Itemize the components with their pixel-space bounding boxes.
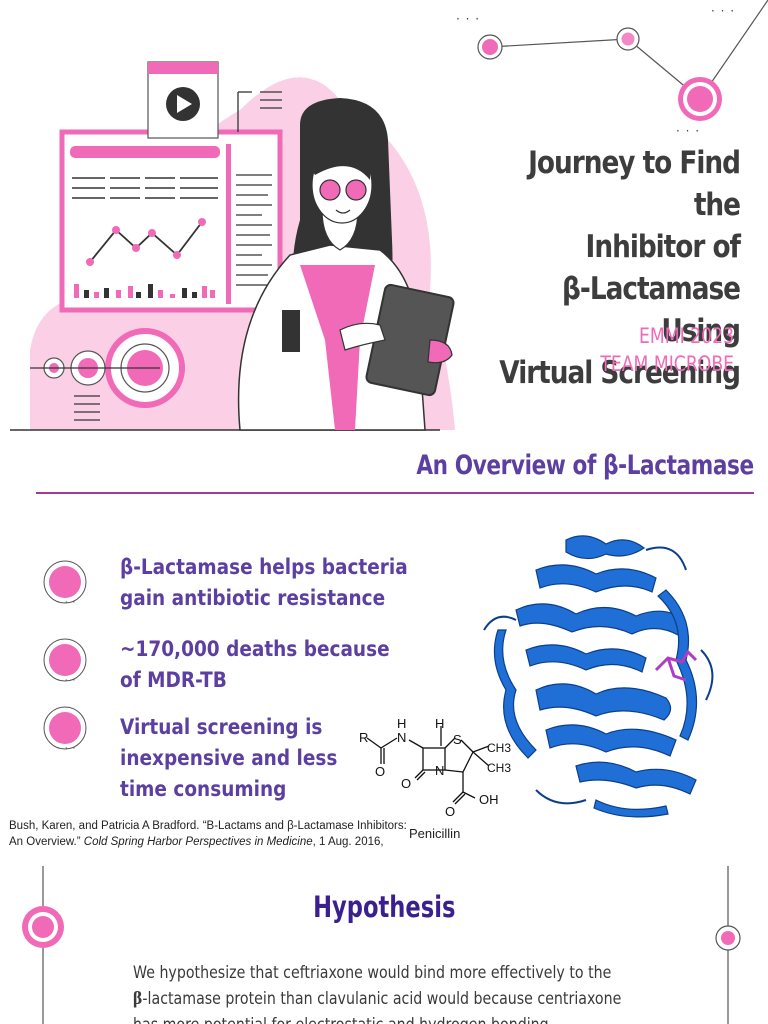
bullet-line: Virtual screening is — [120, 715, 323, 739]
network-decoration — [477, 0, 768, 121]
bullet-line: time consuming — [120, 777, 287, 801]
ellipsis-decoration: · · · — [57, 598, 77, 608]
atom-label: N — [435, 763, 444, 778]
title-line: Inhibitor of — [585, 229, 741, 265]
protein-structure-image — [483, 535, 714, 818]
bullet-line: β-Lactamase helps bacteria — [120, 555, 408, 579]
atom-label: O — [375, 764, 385, 779]
atom-label: O — [445, 804, 455, 819]
presentation-title: Journey to Find the Inhibitor of β-Lacta… — [485, 142, 741, 394]
ligand — [654, 649, 698, 682]
ellipsis-decoration: · · · — [456, 12, 481, 26]
bullet-icon — [43, 706, 87, 750]
overview-heading: An Overview of β-Lactamase — [416, 450, 755, 481]
atom-label: S — [453, 732, 462, 747]
citation-text: Bush, Karen, and Patricia A Bradford. “B… — [9, 818, 409, 850]
node-circle — [678, 77, 722, 121]
side-decoration-right — [715, 866, 741, 1024]
hypothesis-line: β-lactamase protein than clavulanic acid… — [133, 986, 683, 1012]
bullet-item: β-Lactamase helps bacteria gain antibiot… — [120, 552, 408, 614]
ellipsis-decoration: · · · — [676, 124, 701, 138]
bullet-item: Virtual screening is inexpensive and les… — [120, 712, 337, 805]
hypothesis-line: We hypothesize that ceftriaxone would bi… — [133, 963, 612, 982]
bullet-icon — [43, 638, 87, 682]
citation-authors: Bush, Karen, and Patricia A Bradford. “B… — [9, 820, 407, 848]
hypothesis-heading: Hypothesis — [0, 890, 768, 924]
node-circle — [616, 27, 640, 51]
atom-label: R — [359, 730, 368, 745]
atom-label: O — [401, 776, 411, 791]
atom-label: OH — [479, 792, 499, 807]
title-line: Journey to Find the — [528, 145, 741, 223]
molecule-caption: Penicillin — [409, 826, 461, 841]
side-decoration-left — [22, 866, 64, 1024]
scientist-illustration — [10, 61, 455, 431]
ellipsis-decoration: · · · — [57, 744, 77, 754]
ellipsis-decoration: · · · — [57, 676, 77, 686]
hypothesis-body: We hypothesize that ceftriaxone would bi… — [133, 960, 683, 1024]
bullet-line: of MDR-TB — [120, 668, 227, 692]
team-block: EMMI 2023 TEAM MICROBE — [600, 322, 734, 378]
team-name: TEAM MICROBE — [600, 352, 734, 376]
hypothesis-line-text: -lactamase protein than clavulanic acid … — [142, 989, 622, 1008]
atom-label: H — [397, 716, 406, 731]
bullet-line: gain antibiotic resistance — [120, 586, 386, 610]
title-line: β-Lactamase Using — [562, 271, 741, 349]
hypothesis-line: has more potential for electrostatic and… — [133, 1012, 683, 1024]
penicillin-structure: R N H H S CH3 CH3 N O O O OH — [359, 716, 511, 819]
beta-symbol: β — [133, 989, 143, 1008]
node-circle — [477, 34, 503, 60]
atom-label: CH3 — [487, 741, 511, 755]
bullet-markers — [43, 560, 87, 750]
title-line: Virtual Screening — [499, 355, 741, 391]
atom-label: H — [435, 716, 444, 731]
section-divider — [36, 492, 754, 494]
atom-label: CH3 — [487, 761, 511, 775]
citation-journal: Cold Spring Harbor Perspectives in Medic… — [83, 836, 313, 848]
atom-label: N — [397, 730, 406, 745]
event-name: EMMI 2023 — [639, 324, 734, 348]
bullet-line: ~170,000 deaths because — [120, 637, 390, 661]
ellipsis-decoration: · · · — [711, 4, 736, 18]
hypothesis-heading-text: Hypothesis — [312, 890, 456, 924]
citation-date: , 1 Aug. 2016, — [312, 836, 384, 848]
bullet-line: inexpensive and less — [120, 746, 338, 770]
bullet-item: ~170,000 deaths because of MDR-TB — [120, 634, 390, 696]
bullet-icon — [43, 560, 87, 604]
